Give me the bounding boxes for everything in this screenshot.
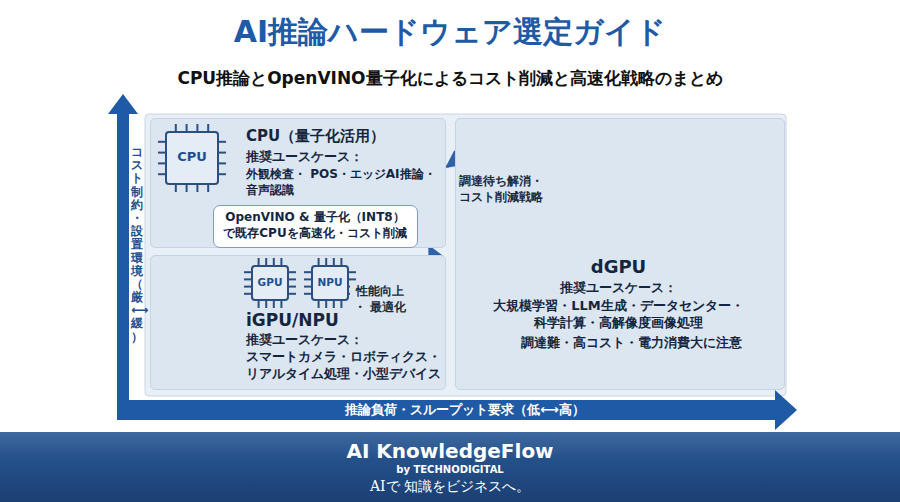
quadrant-frame xyxy=(145,114,786,396)
chip-pin xyxy=(258,258,260,265)
chip-pin xyxy=(244,271,251,273)
chip-pin xyxy=(349,271,356,273)
node-text: AI KnowledgeFlow xyxy=(0,438,900,464)
chip-pin xyxy=(318,301,320,308)
chip-pin xyxy=(186,124,188,131)
chip-pin xyxy=(207,124,209,131)
edge-label: 性能向上・ 最適化 xyxy=(350,283,410,316)
node-text: by TECHNODIGITAL xyxy=(0,463,900,476)
chip-pin xyxy=(289,286,296,288)
node-text: 大規模学習・LLM生成・データセンター・ 科学計算・高解像度画像処理 xyxy=(471,298,766,332)
node-text: スマートカメラ・ロボティクス・ リアルタイム処理・小型デバイス xyxy=(246,349,444,383)
chip-pin xyxy=(186,185,188,192)
footer-band: AI KnowledgeFlowby TECHNODIGITALAIで 知識をビ… xyxy=(0,432,900,502)
subtitle: CPU推論とOpenVINO量子化によるコスト削減と高速化戦略のまとめ xyxy=(0,67,900,89)
chip-pin xyxy=(258,301,260,308)
chip-pin xyxy=(265,301,267,308)
vertical-axis-head xyxy=(108,94,138,114)
chip-pin xyxy=(158,173,165,175)
chip-pin xyxy=(219,173,226,175)
chip-pin xyxy=(265,258,267,265)
dgpu-panel: dGPU 推奨ユースケース： 大規模学習・LLM生成・データセンター・ 科学計算・高… xyxy=(455,118,785,390)
npu-chip-icon: NPU xyxy=(311,265,349,301)
node-text: 推奨ユースケース： xyxy=(456,280,781,296)
chip-pin xyxy=(325,258,327,265)
chip-pin xyxy=(196,124,198,131)
chip-pin xyxy=(273,301,275,308)
vertical-axis-shaft xyxy=(117,112,129,420)
node-text: CPU xyxy=(167,149,217,166)
chip-pin xyxy=(219,141,226,143)
node-text: 推奨ユースケース： xyxy=(246,332,426,348)
vertical-axis-label: コスト制約・設置環境（厳⟷緩） xyxy=(131,146,143,344)
chip-pin xyxy=(289,271,296,273)
chip-pin xyxy=(244,278,251,280)
node-text: NPU xyxy=(313,276,347,290)
node-text: iGPU/NPU xyxy=(246,309,366,331)
node-text: GPU xyxy=(253,276,287,290)
chip-pin xyxy=(340,258,342,265)
node-text: 推奨ユースケース： xyxy=(246,149,396,165)
chip-pin xyxy=(304,271,311,273)
diagram-title: AI推論ハードウェア選定ガイド xyxy=(0,12,900,51)
chip-pin xyxy=(207,185,209,192)
chip-pin xyxy=(244,293,251,295)
chip-pin xyxy=(158,152,165,154)
chip-pin xyxy=(289,278,296,280)
cpu-chip-icon: CPU xyxy=(165,131,219,185)
chip-pin xyxy=(304,286,311,288)
node-text: 外観検査・ POS・エッジAI推論・音声認識 xyxy=(246,167,438,198)
chip-pin xyxy=(325,301,327,308)
chip-pin xyxy=(158,162,165,164)
edge-label: 調達待ち解消・ コスト削減戦略 xyxy=(458,173,544,206)
chip-pin xyxy=(333,258,335,265)
node-text: dGPU xyxy=(456,255,781,278)
node-text: OpenVINO & 量子化（INT8） で既存CPUを高速化・コスト削減 xyxy=(218,210,412,241)
node-text: CPU（量子化活用） xyxy=(246,127,396,147)
chip-pin xyxy=(289,293,296,295)
chip-pin xyxy=(333,301,335,308)
horizontal-axis-head xyxy=(775,390,797,430)
gpu-chip-icon: GPU xyxy=(251,265,289,301)
chip-pin xyxy=(349,278,356,280)
chip-pin xyxy=(219,152,226,154)
chip-pin xyxy=(175,124,177,131)
chip-pin xyxy=(304,278,311,280)
igpu-npu-panel: iGPU/NPU推奨ユースケース：スマートカメラ・ロボティクス・ リアルタイム処… xyxy=(150,255,446,390)
chip-pin xyxy=(340,301,342,308)
chip-pin xyxy=(280,301,282,308)
callout-box: OpenVINO & 量子化（INT8） で既存CPUを高速化・コスト削減 xyxy=(213,205,418,248)
chip-pin xyxy=(175,185,177,192)
node-text: AIで 知識をビジネスへ。 xyxy=(0,477,900,495)
cpu-panel: CPU（量子化活用） 推奨ユースケース： 外観検査・ POS・エッジAI推論・音声認… xyxy=(150,118,446,248)
horizontal-axis-label: 推論負荷・スループット要求（低⟷高） xyxy=(145,402,785,418)
chip-pin xyxy=(280,258,282,265)
chip-pin xyxy=(318,258,320,265)
chip-pin xyxy=(273,258,275,265)
chip-pin xyxy=(219,162,226,164)
node-text: 調達難・高コスト・電力消費大に注意 xyxy=(521,335,771,351)
chip-pin xyxy=(196,185,198,192)
chip-pin xyxy=(304,293,311,295)
chip-pin xyxy=(158,141,165,143)
chip-pin xyxy=(244,286,251,288)
